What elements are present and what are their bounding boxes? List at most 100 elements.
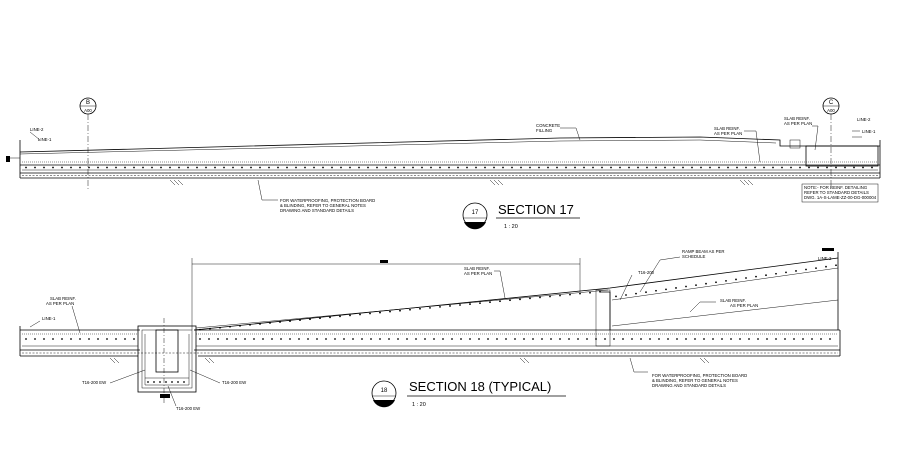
rebar-dot <box>415 338 417 340</box>
rebar-dot <box>334 338 336 340</box>
rebar-dot <box>430 166 432 169</box>
rebar-dot <box>88 166 90 169</box>
rebar-dot <box>655 289 657 292</box>
s17-slab-reinf-1-line2: AS PER PLAN <box>714 131 742 136</box>
rebar-dot <box>70 166 72 169</box>
rebar-dot <box>298 338 300 340</box>
rebar-dot <box>727 166 729 169</box>
rebar-dot <box>665 288 667 291</box>
rebar-dot <box>862 166 864 169</box>
rebar-dot <box>589 291 591 294</box>
rebar-dot <box>309 318 311 321</box>
section-17: B A00 C A00 <box>6 97 881 230</box>
rebar-dot <box>765 274 767 277</box>
rebar-dot <box>448 166 450 169</box>
rebar-dot <box>709 166 711 169</box>
rebar-dot <box>790 166 792 169</box>
rebar-dot <box>725 279 727 282</box>
rebar-dot <box>625 294 627 296</box>
rebar-dot <box>313 166 315 169</box>
rebar-dot <box>217 338 219 340</box>
rebar-dot <box>785 271 787 274</box>
rebar-dot <box>541 338 543 340</box>
rebar-dot <box>295 166 297 169</box>
rebar-dot <box>499 300 501 303</box>
rebar-dot <box>97 338 99 340</box>
rebar-dot <box>153 381 155 383</box>
rebar-dot <box>459 304 461 306</box>
rebar-dot <box>34 166 36 169</box>
rebar-dot <box>244 338 246 340</box>
rebar-dot <box>171 381 173 383</box>
rebar-dot <box>712 338 714 340</box>
rebar-dot <box>367 166 369 169</box>
s18-ramp-beam-line1: RAMP BEAM AS PER <box>682 249 724 254</box>
rebar-dot <box>829 338 831 340</box>
rebar-dot <box>223 166 225 169</box>
rebar-dot <box>694 338 696 340</box>
rebar-dot <box>421 166 423 169</box>
rebar-dot <box>820 338 822 340</box>
rebar-dot <box>695 284 697 287</box>
rebar-dot <box>359 313 361 316</box>
rebar-dot <box>343 338 345 340</box>
rebar-dot <box>735 278 737 281</box>
rebar-dot <box>664 166 666 169</box>
rebar-dot <box>676 338 678 340</box>
s18-waterproof-line1: FOR WATERPROOFING, PROTECTION BOARD <box>652 373 747 378</box>
s18-slab-reinf-mid-line2: AS PER PLAN <box>464 271 492 276</box>
rebar-dot <box>205 166 207 169</box>
rebar-dot <box>259 166 261 169</box>
s18-line-right: LINE-2 <box>818 256 832 261</box>
rebar-dot <box>429 306 431 309</box>
rebar-dot <box>61 166 63 169</box>
rebar-dot <box>388 338 390 340</box>
rebar-dot <box>199 338 201 340</box>
rebar-dot <box>583 166 585 169</box>
rebar-dot <box>826 166 828 169</box>
section-18-rebar-dots <box>25 264 837 340</box>
rebar-dot <box>736 166 738 169</box>
rebar-dot <box>124 166 126 169</box>
rebar-dot <box>358 166 360 169</box>
rebar-dot <box>577 338 579 340</box>
rebar-dot <box>183 381 185 383</box>
rebar-dot <box>802 338 804 340</box>
rebar-dot <box>250 166 252 169</box>
rebar-dot <box>385 166 387 169</box>
rebar-dot <box>478 338 480 340</box>
rebar-dot <box>592 166 594 169</box>
rebar-dot <box>169 166 171 169</box>
rebar-dot <box>442 338 444 340</box>
rebar-dot <box>817 166 819 169</box>
rebar-dot <box>316 338 318 340</box>
rebar-dot <box>675 287 677 289</box>
rebar-dot <box>538 166 540 169</box>
rebar-dot <box>496 338 498 340</box>
rebar-dot <box>70 338 72 340</box>
rebar-dot <box>604 338 606 340</box>
rebar-dot <box>269 322 271 324</box>
section-18-scale: 1 : 20 <box>412 402 426 408</box>
rebar-dot <box>649 338 651 340</box>
rebar-dot <box>433 338 435 340</box>
rebar-dot <box>667 338 669 340</box>
section-18-number: 18 <box>381 388 388 394</box>
rebar-dot <box>289 320 291 323</box>
rebar-dot <box>520 166 522 169</box>
rebar-dot <box>579 292 581 295</box>
rebar-dot <box>394 166 396 169</box>
grid-bubble-b-letter: B <box>86 100 90 106</box>
rebar-dot <box>451 338 453 340</box>
rebar-dot <box>340 166 342 169</box>
section-18-slab <box>19 252 841 364</box>
rebar-dot <box>106 338 108 340</box>
rebar-dot <box>745 166 747 169</box>
rebar-dot <box>825 265 827 268</box>
rebar-dot <box>460 338 462 340</box>
rebar-dot <box>79 338 81 340</box>
rebar-dot <box>178 166 180 169</box>
rebar-dot <box>115 166 117 169</box>
rebar-dot <box>835 166 837 169</box>
s17-line-left-bottom: LINE-1 <box>38 137 52 142</box>
